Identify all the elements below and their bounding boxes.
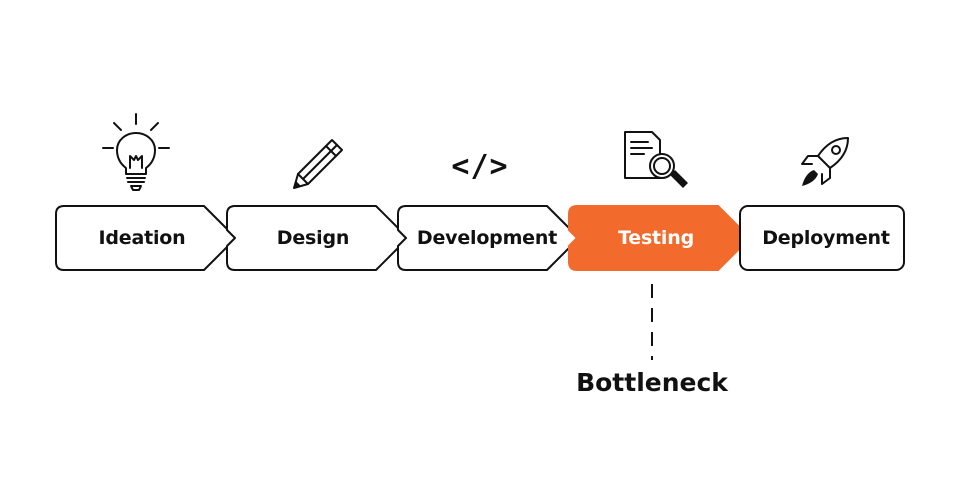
stage-shape-ideation [55, 205, 237, 271]
stage-label-deployment: Deployment [762, 227, 890, 249]
stage-shape-development [397, 205, 580, 271]
stage-shape-design [226, 205, 409, 271]
code-icon: </> [451, 148, 509, 184]
stage-shape-deployment [739, 205, 905, 271]
pencil-icon [293, 139, 343, 189]
stage-label-development: Development [416, 227, 558, 249]
bottleneck-label: Bottleneck [576, 367, 728, 397]
stage-label-ideation: Ideation [98, 227, 186, 249]
stage-shape-testing [568, 205, 751, 271]
stage-label-testing: Testing [618, 227, 694, 249]
stage-label-design: Design [276, 227, 350, 249]
document-search-icon [624, 131, 688, 188]
lightbulb-icon [102, 113, 170, 191]
rocket-icon [801, 137, 849, 186]
